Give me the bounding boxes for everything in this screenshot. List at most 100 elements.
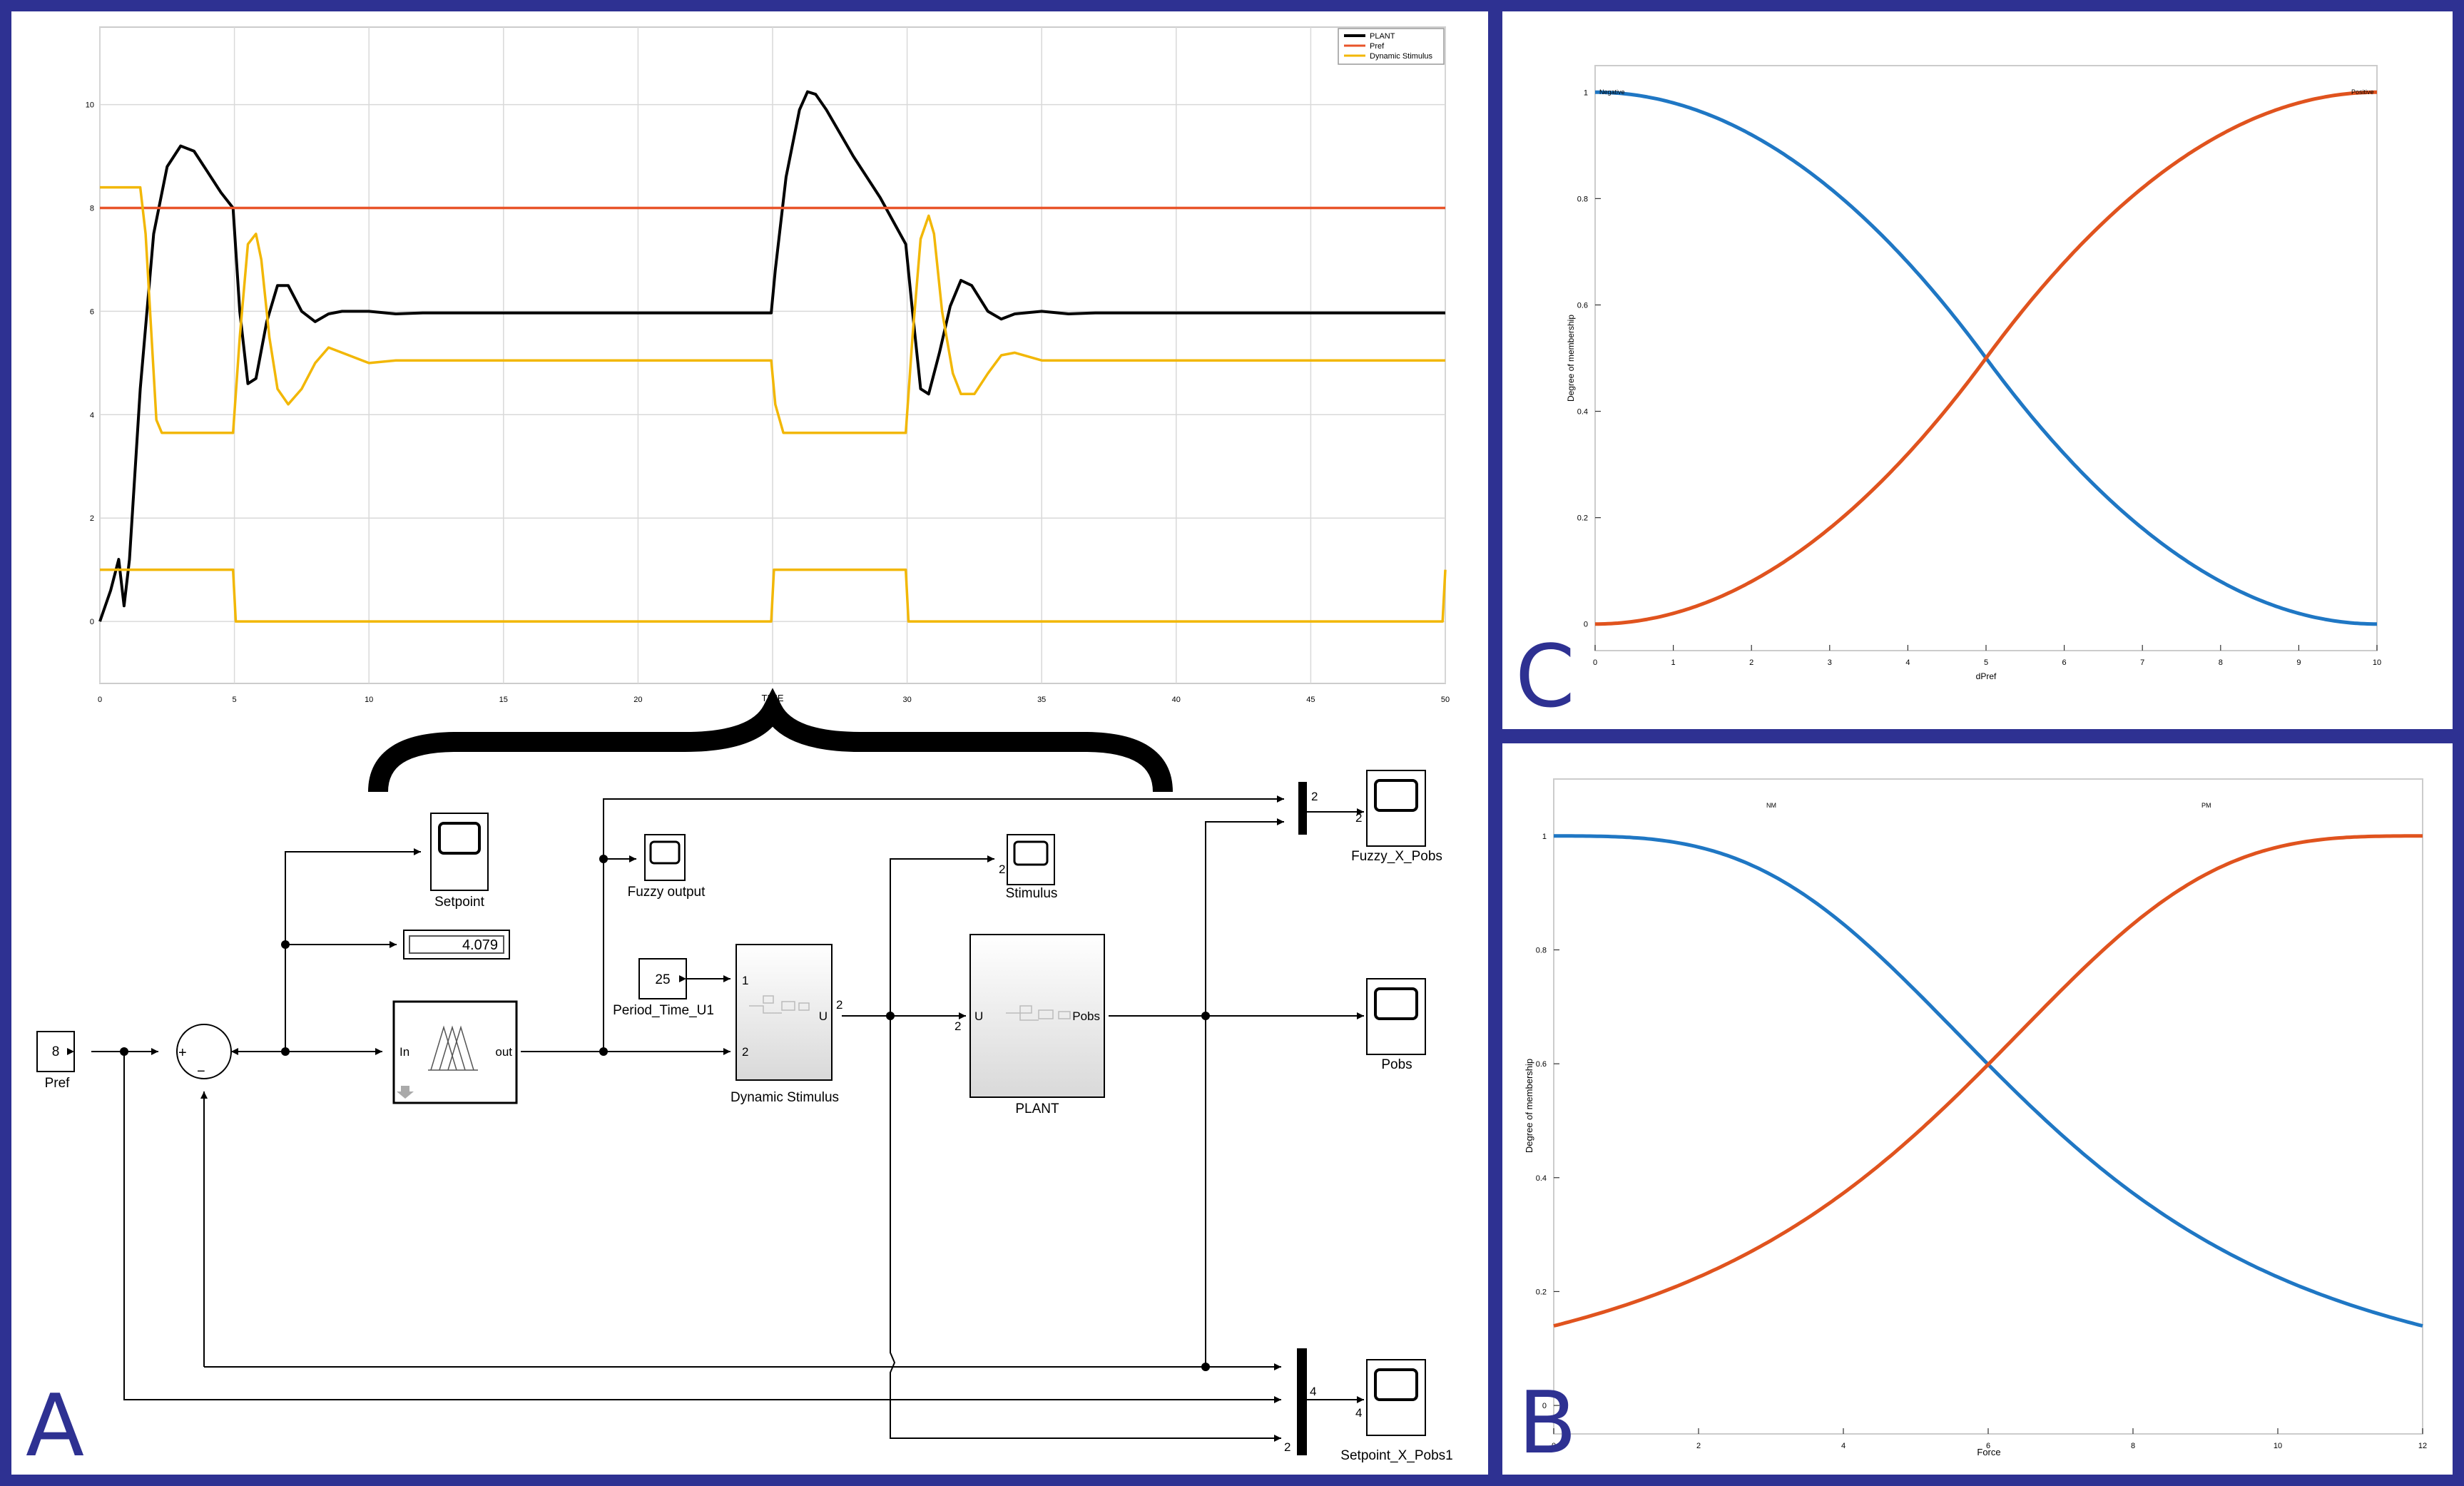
ts-ytick-label: 8	[90, 205, 94, 213]
ts-xtick-label: 50	[1441, 696, 1450, 704]
setpoint-x-pobs1-port: 4	[1355, 1406, 1362, 1420]
ts-ytick-label: 0	[90, 618, 94, 626]
fuzzy-output-label: Fuzzy output	[628, 885, 706, 900]
sum-plus-sign: +	[178, 1045, 187, 1061]
mux-bottom-port-2: 2	[1284, 1440, 1290, 1454]
b-xtick-label: 10	[2274, 1442, 2282, 1450]
ts-xtick-label: 20	[633, 696, 642, 704]
ts-xtick-label: 10	[365, 696, 373, 704]
plant-preview-icon	[1006, 1005, 1071, 1021]
ds-port-in2: 2	[742, 1045, 748, 1059]
fuzzy-x-pobs-scope-block[interactable]	[1366, 770, 1426, 847]
sum-minus-sign: −	[197, 1064, 205, 1079]
ds-port-out-num: 2	[836, 998, 842, 1012]
ts-xtick-label: 30	[902, 696, 911, 704]
c-annotation-negative: Negative	[1599, 88, 1625, 96]
setpoint-x-pobs1-label: Setpoint_X_Pobs1	[1340, 1448, 1452, 1463]
c-ytick-label: 0	[1584, 621, 1588, 629]
b-plot-area	[1553, 778, 2423, 1435]
period-value: 25	[655, 972, 670, 987]
b-ytick-label: 0	[1542, 1402, 1547, 1410]
wires	[91, 798, 1364, 1439]
plant-port-in-num: 2	[954, 1019, 961, 1033]
c-ytick-label: 0.4	[1577, 408, 1588, 417]
setpoint-x-pobs1-scope-block[interactable]	[1366, 1359, 1426, 1436]
b-ytick-label: 1	[1542, 833, 1547, 841]
c-xtick-label: 6	[2062, 658, 2067, 667]
legend-label-stimulus: Dynamic Stimulus	[1370, 52, 1433, 61]
c-xtick-label: 0	[1593, 658, 1597, 667]
b-ytick-label: 0.4	[1536, 1174, 1547, 1183]
plant-label: PLANT	[1015, 1101, 1059, 1116]
ts-xtick-label: 40	[1172, 696, 1181, 704]
c-xtick-label: 5	[1984, 658, 1988, 667]
b-series-line	[1553, 834, 2423, 1328]
mux-top[interactable]	[1298, 782, 1307, 835]
b-ytick-label: 0.2	[1536, 1288, 1547, 1296]
junction-dots[interactable]	[120, 855, 1210, 1371]
dynamic-stimulus-label: Dynamic Stimulus	[730, 1090, 839, 1105]
panel-letter-c: C	[1515, 628, 1575, 727]
c-ylabel: Degree of membership	[1566, 315, 1576, 402]
panel-letter-b: B	[1518, 1374, 1577, 1473]
c-series-line	[1595, 90, 2377, 626]
ts-ytick-label: 2	[90, 514, 94, 523]
stimulus-port: 2	[999, 862, 1005, 876]
divider-horizontal	[1495, 729, 2464, 743]
fuzzy-controller-block[interactable]	[392, 1000, 518, 1104]
period-constant-block[interactable]	[638, 958, 687, 999]
fuzzy-output-scope-block[interactable]	[644, 834, 686, 881]
legend-label-pref: Pref	[1370, 42, 1385, 51]
subsystem-preview-icon	[749, 995, 810, 1014]
fuzzy-port-in: In	[399, 1045, 409, 1059]
arrowheads	[151, 795, 1364, 1442]
legend-label-plant: PLANT	[1370, 32, 1395, 41]
timeseries-series	[98, 90, 1447, 623]
c-xtick-label: 3	[1828, 658, 1832, 667]
simulink-diagram: 8 Pref + − Setpoint 4.079	[36, 770, 1453, 1463]
pref-value: 8	[52, 1044, 60, 1059]
stimulus-label: Stimulus	[1006, 886, 1058, 901]
ds-port-in1: 1	[742, 974, 748, 987]
plant-subsystem[interactable]	[969, 934, 1105, 1098]
b-xlabel: Force	[1977, 1447, 2000, 1457]
c-xtick-label: 8	[2219, 658, 2223, 667]
b-xtick-label: 8	[2131, 1442, 2135, 1450]
mux-top-number: 2	[1311, 790, 1318, 803]
b-xtick-label: 6	[1986, 1442, 1990, 1450]
b-xtick-label: 12	[2418, 1442, 2427, 1450]
ts-xtick-label: 5	[233, 696, 237, 704]
stimulus-scope-block[interactable]	[1007, 834, 1055, 885]
ts-series-line	[100, 185, 1445, 434]
c-xtick-label: 9	[2296, 658, 2301, 667]
c-xtick-label: 7	[2140, 658, 2144, 667]
c-xlabel: dPref	[1976, 671, 1997, 681]
ts-ytick-label: 4	[90, 411, 94, 419]
display-value: 4.079	[462, 937, 498, 953]
fuzzy-x-pobs-label: Fuzzy_X_Pobs	[1351, 849, 1442, 864]
dynamic-stimulus-subsystem[interactable]	[735, 944, 833, 1081]
c-ytick-label: 0.6	[1577, 301, 1588, 310]
setpoint-scope-block[interactable]	[430, 813, 489, 891]
ts-xtick-label: 45	[1306, 696, 1315, 704]
mux-bottom[interactable]	[1297, 1348, 1307, 1455]
c-annotation-positive: Positive	[2351, 88, 2374, 96]
ts-xtick-label: 15	[499, 696, 508, 704]
c-xtick-label: 10	[2373, 658, 2381, 667]
b-ylabel: Degree of membership	[1524, 1059, 1534, 1153]
fuzzy-port-out: out	[495, 1045, 512, 1059]
pobs-scope-block[interactable]	[1366, 978, 1426, 1055]
display-block	[403, 930, 510, 960]
pref-constant-block[interactable]	[36, 1031, 75, 1072]
c-ytick-label: 0.8	[1577, 195, 1588, 203]
pobs-label: Pobs	[1381, 1057, 1412, 1072]
plant-port-out: Pobs	[1072, 1009, 1100, 1023]
c-ytick-label: 0.2	[1577, 514, 1588, 523]
c-xtick-label: 4	[1905, 658, 1910, 667]
b-xtick-label: 2	[1696, 1442, 1701, 1450]
